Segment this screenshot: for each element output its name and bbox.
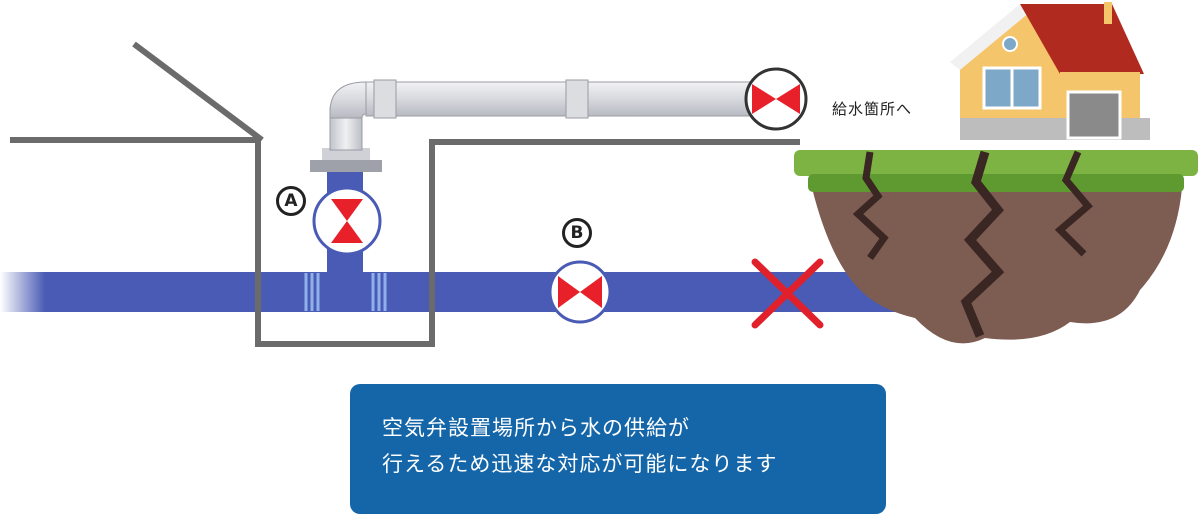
info-box: 空気弁設置場所から水の供給が 行えるため迅速な対応が可能になります xyxy=(350,384,886,514)
info-line-2: 行えるため迅速な対応が可能になります xyxy=(382,452,778,476)
valve-chamber-structure xyxy=(10,41,800,347)
riser-flange-top xyxy=(322,148,370,160)
cracked-ground-icon xyxy=(794,150,1198,344)
info-line-1: 空気弁設置場所から水の供給が xyxy=(382,416,690,440)
pipe-couplings xyxy=(304,273,387,311)
riser-flange xyxy=(310,160,382,172)
main-pipe xyxy=(0,272,900,312)
valve-b-marker: B xyxy=(562,218,592,248)
temporary-supply-pipe xyxy=(329,79,751,151)
valve-a-icon xyxy=(312,186,382,256)
valve-b-icon xyxy=(548,260,612,324)
valve-a-marker: A xyxy=(276,186,306,216)
valve-icon xyxy=(744,67,808,131)
destination-label: 給水箇所へ xyxy=(832,100,913,118)
broken-pipe-x-icon xyxy=(751,258,824,329)
house-icon xyxy=(950,2,1150,140)
